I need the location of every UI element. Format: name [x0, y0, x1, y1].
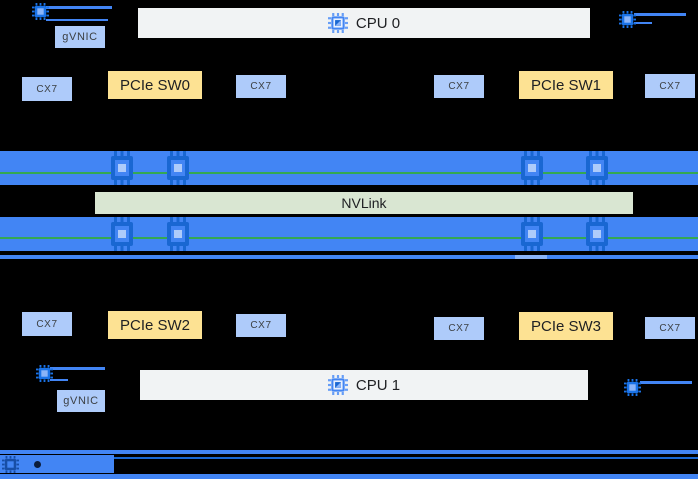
network-rail-mid [112, 457, 698, 459]
cx7-box: CX7 [645, 317, 695, 339]
network-line [46, 19, 108, 21]
cx7-label: CX7 [448, 81, 470, 92]
cx7-box: CX7 [236, 314, 286, 337]
cpu0-box: CPU 0 [138, 8, 590, 38]
gpu-bar-edge-line [0, 255, 698, 259]
gvnic-bottom-label: gVNIC [63, 395, 99, 407]
gpu-chip-icon [110, 217, 134, 251]
cx7-box: CX7 [22, 77, 72, 101]
nic-uplink-icon-bottom-left [36, 365, 53, 382]
cpu-chip-icon [327, 13, 348, 33]
cx7-label: CX7 [36, 318, 58, 330]
network-line [46, 6, 112, 9]
nic-uplink-icon-top-left [32, 3, 49, 20]
cx7-label: CX7 [36, 83, 58, 95]
network-line [50, 367, 105, 370]
cpu1-box: CPU 1 [140, 370, 588, 400]
cx7-label: CX7 [250, 81, 272, 92]
cx7-label: CX7 [659, 80, 681, 92]
cx7-label: CX7 [659, 322, 681, 334]
pcie-switch3-label: PCIe SW3 [530, 317, 602, 335]
gpu-chip-icon [520, 151, 544, 185]
nic-bar-bottom [0, 455, 114, 473]
cx7-label: CX7 [448, 323, 470, 334]
gpu-chip-icon [585, 217, 609, 251]
nvlink-link-line [0, 237, 698, 239]
gpu-chip-icon [585, 151, 609, 185]
pcie-switch2-label: PCIe SW2 [119, 316, 191, 334]
cx7-box: CX7 [434, 75, 484, 98]
nvlink-link-line [0, 172, 698, 174]
pcie-switch1-label: PCIe SW1 [530, 76, 602, 94]
bottom-bar-glyph [34, 461, 41, 468]
cx7-label: CX7 [250, 320, 272, 331]
cpu0-label: CPU 0 [355, 14, 401, 32]
gvnic-box-top: gVNIC [55, 26, 105, 48]
pcie-switch3-box: PCIe SW3 [519, 312, 613, 340]
gpu-bar-edge-highlight [515, 255, 547, 259]
cx7-box: CX7 [236, 75, 286, 98]
gvnic-box-bottom: gVNIC [57, 390, 105, 412]
cpu-chip-icon [327, 375, 348, 395]
pcie-switch2-box: PCIe SW2 [108, 311, 202, 339]
nic-uplink-icon-top-right [619, 11, 636, 28]
network-rail-bottom [0, 474, 698, 479]
gpu-chip-icon [166, 151, 190, 185]
cpu1-label: CPU 1 [355, 376, 401, 394]
network-line [640, 381, 692, 384]
gvnic-top-label: gVNIC [62, 31, 98, 43]
nvlink-label: NVLink [341, 195, 387, 211]
gpu-chip-icon [110, 151, 134, 185]
network-line [634, 22, 652, 24]
network-line [634, 13, 686, 16]
gpu-chip-icon [166, 217, 190, 251]
pcie-switch0-label: PCIe SW0 [119, 76, 191, 94]
cx7-box: CX7 [434, 317, 484, 340]
network-rail-top [0, 450, 698, 454]
gpu-bar-top [0, 151, 698, 185]
cx7-box: CX7 [22, 312, 72, 336]
pcie-switch0-box: PCIe SW0 [108, 71, 202, 99]
nvlink-bar: NVLink [95, 192, 633, 214]
pcie-switch1-box: PCIe SW1 [519, 71, 613, 99]
nic-uplink-icon-bottom-right [624, 379, 641, 396]
cx7-box: CX7 [645, 74, 695, 98]
gpu-chip-icon [520, 217, 544, 251]
network-line [50, 379, 68, 381]
gpu-bar-bottom [0, 217, 698, 251]
nic-chip-icon [2, 456, 19, 473]
